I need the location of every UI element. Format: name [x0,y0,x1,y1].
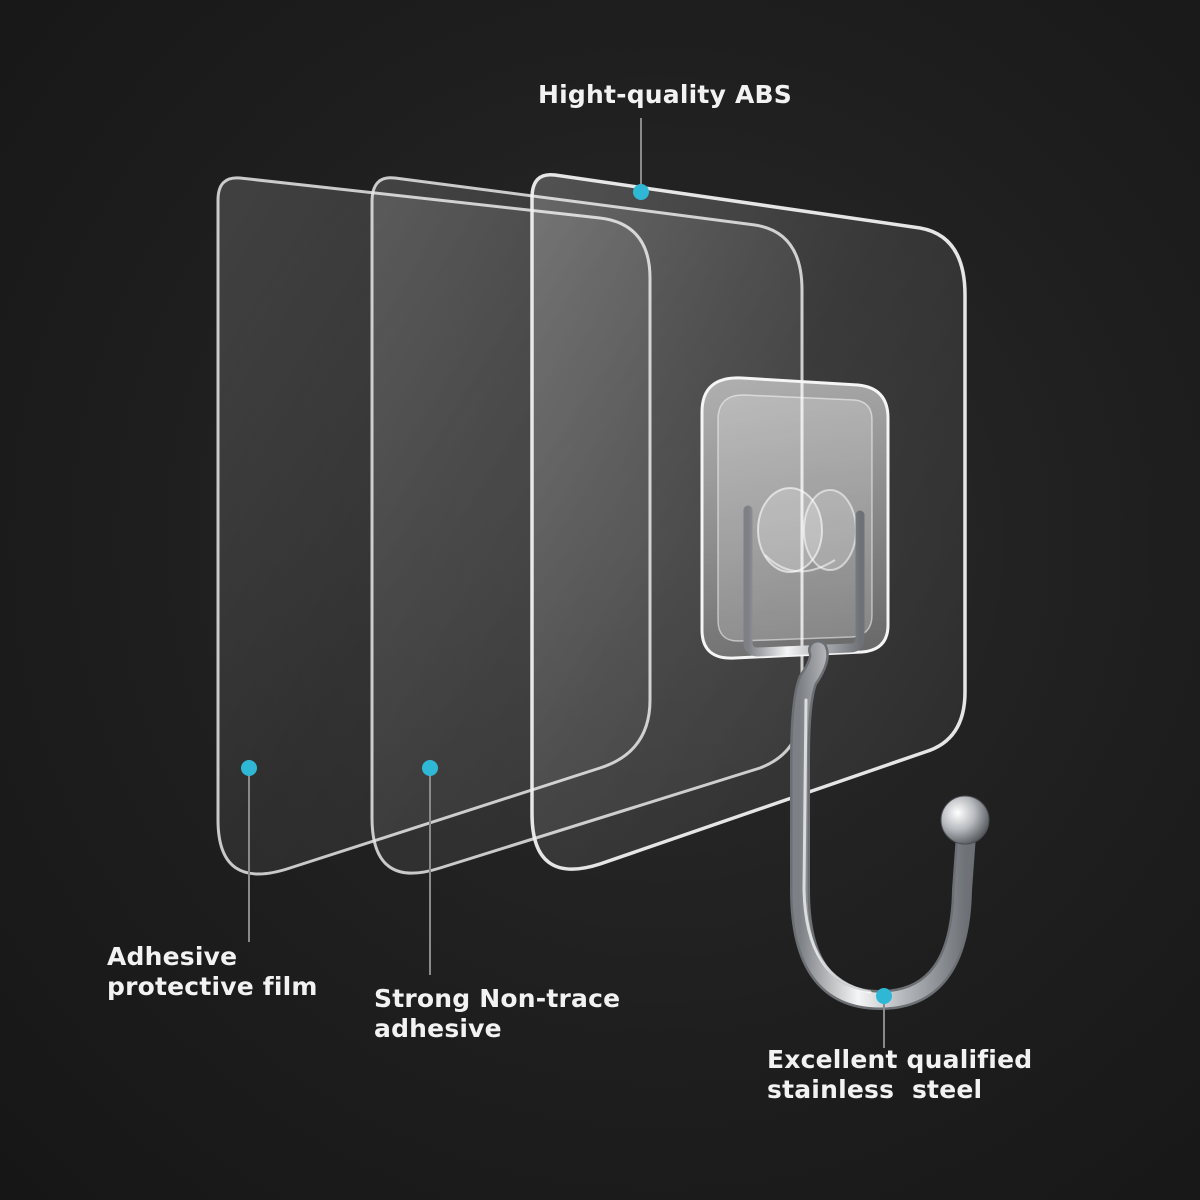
label-abs-text: Hight-quality ABS [538,80,792,109]
label-protective-film: Adhesive protective film [107,942,318,1002]
label-steel-line-2: stainless steel [767,1075,983,1104]
label-film-line-2: protective film [107,972,318,1001]
label-adhesive: Strong Non-trace adhesive [374,984,620,1044]
leader-lines [248,118,885,1048]
steel-hook [743,505,990,1011]
label-adhesive-line-1: Strong Non-trace [374,984,621,1013]
label-steel: Excellent qualified stainless steel [767,1045,1032,1105]
marker-steel-dot [876,988,892,1004]
marker-adhesive-dot [422,760,438,776]
marker-film-dot [241,760,257,776]
label-adhesive-line-2: adhesive [374,1014,502,1043]
label-steel-line-1: Excellent qualified [767,1045,1033,1074]
markers [241,184,892,1004]
marker-abs-dot [633,184,649,200]
label-abs: Hight-quality ABS [538,80,792,110]
label-film-line-1: Adhesive [107,942,238,971]
